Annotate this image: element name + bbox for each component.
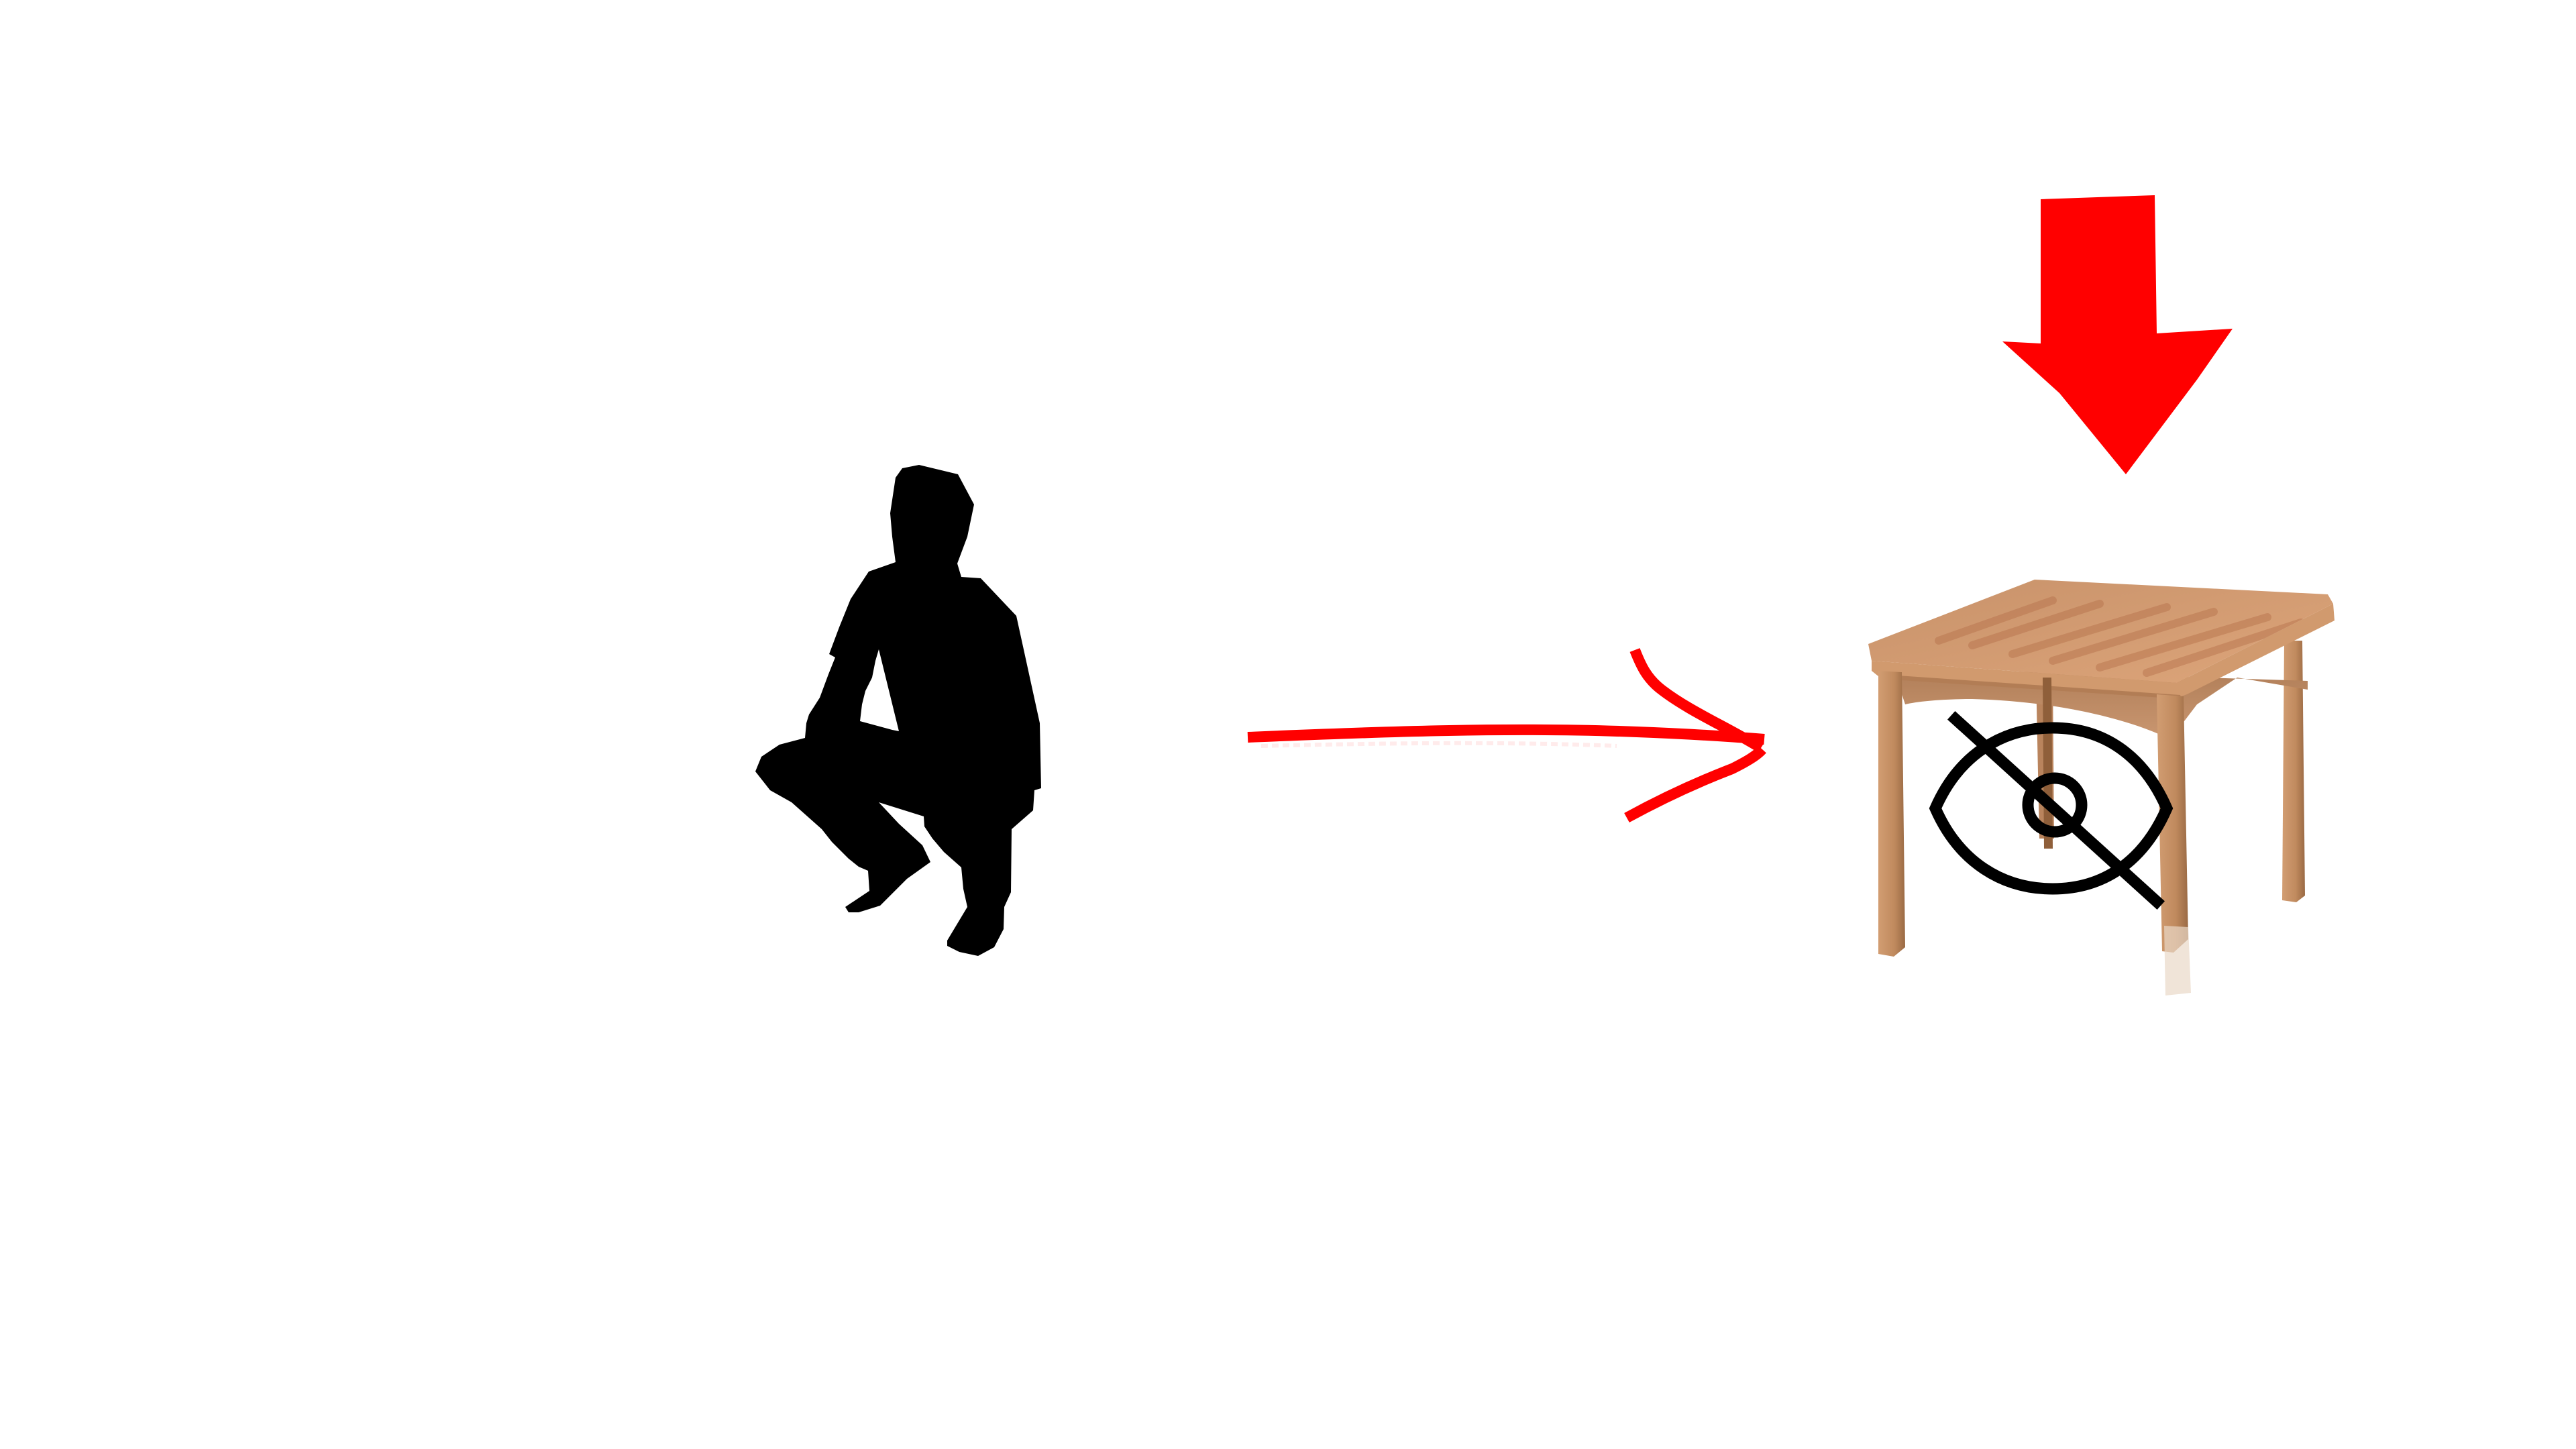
down-arrow-icon bbox=[2002, 195, 2233, 474]
eye-slash-icon bbox=[1929, 710, 2174, 910]
right-arrow-icon bbox=[1247, 648, 1766, 823]
crouching-person-silhouette-icon bbox=[755, 465, 1041, 956]
wooden-table-icon bbox=[1868, 580, 2334, 996]
